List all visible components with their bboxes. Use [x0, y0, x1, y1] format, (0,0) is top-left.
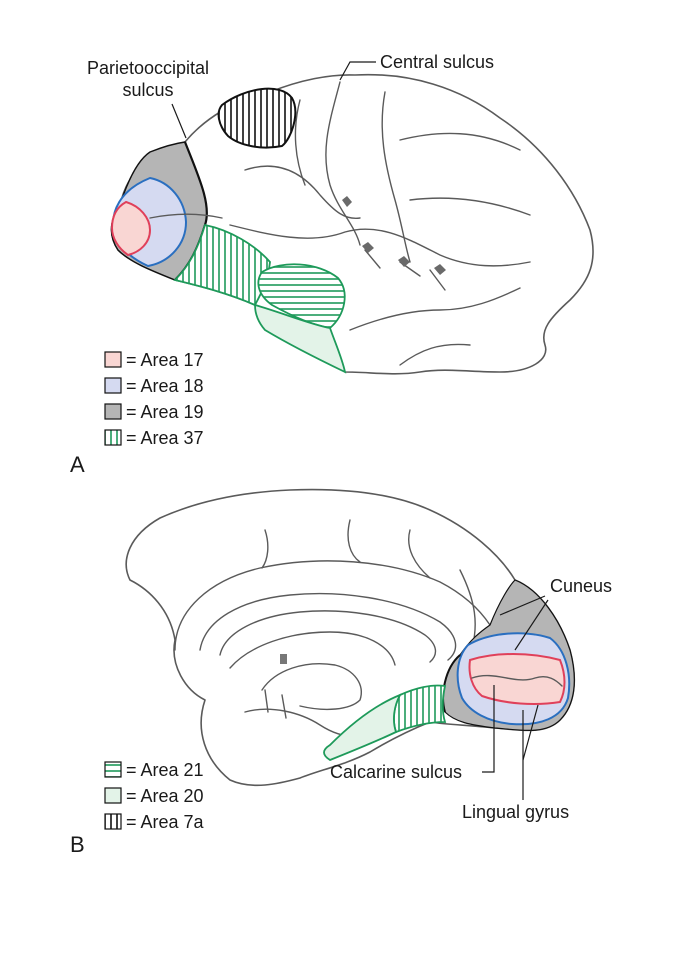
lingual-gyrus-label: Lingual gyrus	[462, 802, 569, 822]
legend-swatch-area18	[104, 377, 122, 394]
anterior-commissure-mark	[280, 654, 287, 664]
legend-label-area37: = Area 37	[126, 428, 204, 448]
parietooccipital-label-line2: sulcus	[122, 80, 173, 100]
panel-a-lateral-brain: Parietooccipital sulcus Central sulcus A	[70, 52, 594, 477]
panel-b-letter: B	[70, 832, 85, 857]
area20-region-lateral	[254, 303, 347, 374]
calcarine-leader	[482, 685, 495, 773]
cuneus-label: Cuneus	[550, 576, 612, 596]
legend-swatch-area17	[104, 351, 122, 368]
occipital-boundary-line	[442, 654, 461, 713]
sylvian-fissure	[229, 224, 531, 267]
area7a-region-lateral	[217, 87, 297, 149]
fornix-line	[229, 631, 396, 669]
thalamus-line	[261, 663, 362, 711]
legend-swatch-area37	[104, 429, 122, 446]
panel-b-legend: = Area 21 = Area 20 = Area 7a	[104, 760, 205, 832]
panel-a-letter: A	[70, 452, 85, 477]
cuneus-leader-1	[499, 595, 546, 616]
lunate-sulcus-line	[149, 213, 223, 219]
legend-label-area19: = Area 19	[126, 402, 204, 422]
legend-label-area20: = Area 20	[126, 786, 204, 806]
calcarine-sulcus-line	[471, 674, 563, 687]
parietooccipital-label-line1: Parietooccipital	[87, 58, 209, 78]
legend-label-area17: = Area 17	[126, 350, 204, 370]
legend-swatch-area20	[104, 787, 122, 804]
corpus-callosum-outer	[199, 592, 457, 661]
panel-b-medial-brain: Cuneus Calcarine sulcus Lingual gyrus B	[70, 488, 612, 857]
area20-region-medial	[323, 693, 402, 762]
medial-frontal-sulcus	[261, 519, 431, 579]
central-sulcus-label: Central sulcus	[380, 52, 494, 72]
cuneus-leader-2	[514, 599, 549, 651]
legend-swatch-area21	[104, 761, 122, 778]
legend-swatch-area19	[104, 403, 122, 420]
temporal-sulcus-2	[399, 343, 471, 366]
parietooccipital-leader	[171, 103, 187, 139]
panel-a-legend: = Area 17 = Area 18 = Area 19 = Area 37	[104, 350, 204, 448]
sulcus-junction-mark	[342, 196, 446, 275]
inferior-frontal-sulcus	[409, 197, 531, 216]
intraparietal-sulcus	[244, 165, 361, 219]
legend-label-area7a: = Area 7a	[126, 812, 205, 832]
temporal-sulcus	[349, 287, 521, 331]
corpus-callosum-inner	[219, 610, 437, 663]
calcarine-sulcus-label: Calcarine sulcus	[330, 762, 462, 782]
legend-label-area18: = Area 18	[126, 376, 204, 396]
hypothalamus-line	[264, 689, 287, 719]
central-sulcus-leader	[339, 61, 376, 81]
superior-frontal-sulcus	[399, 132, 521, 151]
legend-label-area21: = Area 21	[126, 760, 204, 780]
precentral-sulcus	[381, 91, 411, 263]
area17-region-lateral	[110, 200, 152, 257]
lingual-leader-2	[522, 704, 539, 761]
legend-swatch-area7a	[104, 813, 122, 830]
cingulate-sulcus	[174, 560, 491, 651]
central-sulcus-line	[325, 81, 361, 246]
